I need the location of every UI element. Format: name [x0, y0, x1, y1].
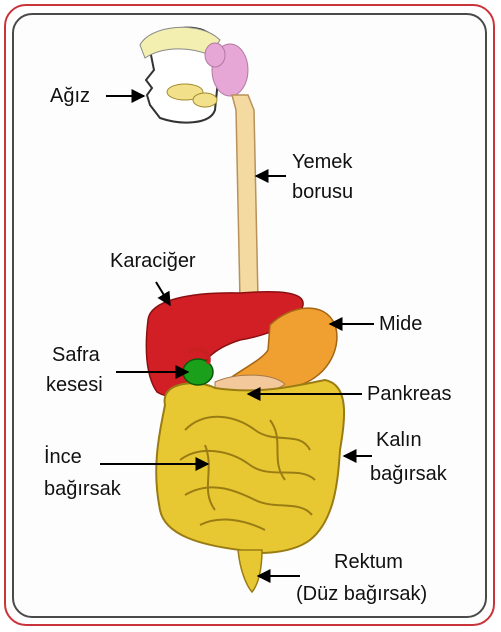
label-esophagus-line1: Yemek: [292, 150, 352, 174]
head-outline: [140, 27, 220, 122]
label-pancreas: Pankreas: [367, 382, 452, 406]
label-rectum-line2: (Düz bağırsak): [296, 582, 427, 606]
label-large-intestine-line1: Kalın: [376, 428, 422, 452]
label-rectum-line1: Rektum: [334, 550, 403, 574]
label-mouth: Ağız: [50, 84, 90, 108]
liver-arrow: [156, 282, 170, 305]
label-liver: Karaciğer: [110, 249, 196, 273]
label-gallbladder-line1: Safra: [52, 343, 100, 367]
label-small-intestine-line2: bağırsak: [44, 477, 121, 501]
label-large-intestine-line2: bağırsak: [370, 462, 447, 486]
esophagus-tube: [232, 95, 258, 300]
label-stomach: Mide: [379, 312, 422, 336]
label-gallbladder-line2: kesesi: [46, 373, 103, 397]
rectum-shape: [238, 550, 262, 592]
label-small-intestine-line1: İnce: [44, 445, 82, 469]
large-intestine-shape: [156, 380, 344, 553]
label-esophagus-line2: borusu: [292, 180, 353, 204]
